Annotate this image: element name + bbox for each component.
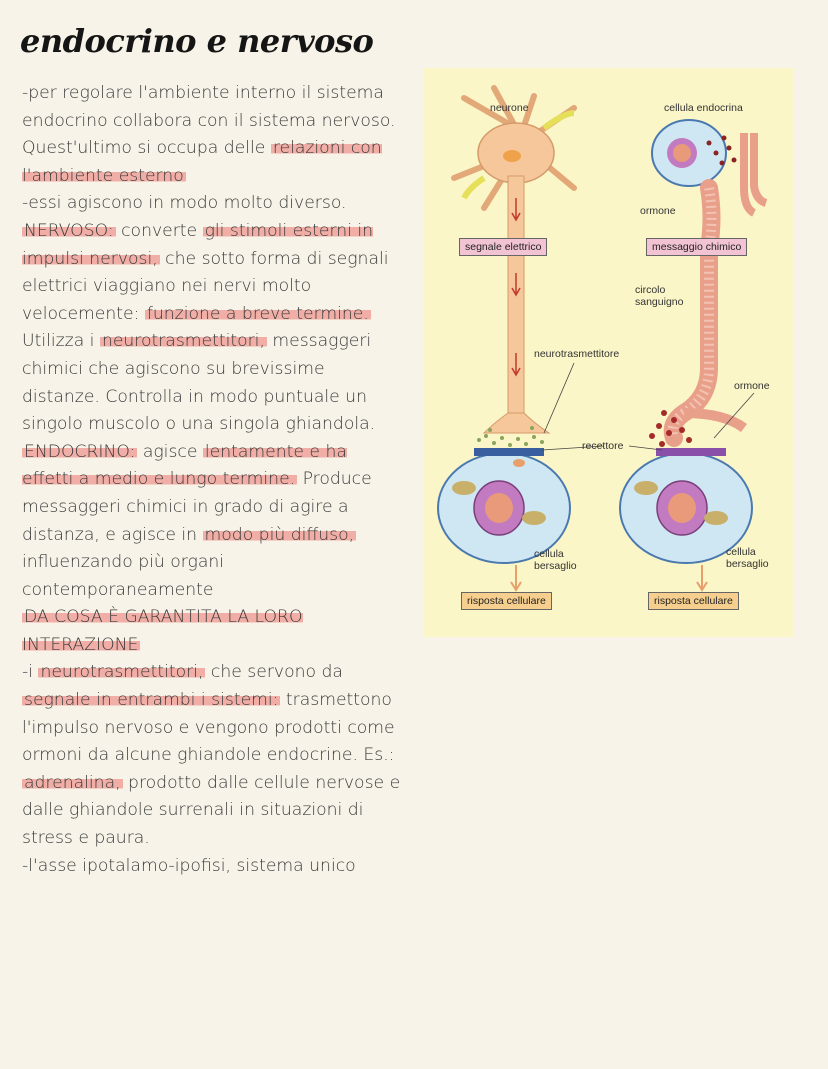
endocrine-cell-drawing xyxy=(651,119,737,187)
section-heading: DA COSA È GARANTITA LA LORO INTERAZIONE xyxy=(22,607,303,655)
diagram-figure: neurone cellula endocrina ormone segnale… xyxy=(424,68,793,637)
page-title: endocrino e nervoso xyxy=(20,22,374,60)
box-risposta-cellulare-right: risposta cellulare xyxy=(648,592,739,610)
diagram-illustration xyxy=(437,85,768,592)
box-messaggio-chimico: messaggio chimico xyxy=(646,238,748,256)
highlight: modo più diffuso, xyxy=(202,524,357,545)
label-ormone-right: ormone xyxy=(734,380,770,392)
highlight: segnale in entrambi i sistemi: xyxy=(22,690,281,711)
note-text: -essi agiscono in modo molto diverso. xyxy=(22,193,347,214)
note-text: agisce xyxy=(137,441,203,462)
label-circolo-sanguigno: circolo sanguigno xyxy=(635,284,684,308)
note-text: che servono da xyxy=(205,662,343,683)
note-text: messaggeri chimici che agiscono su brevi… xyxy=(22,331,376,435)
label-neurotrasmettitore: neurotrasmettitore xyxy=(534,348,620,360)
note-text: Utilizza i xyxy=(22,331,100,352)
box-segnale-elettrico: segnale elettrico xyxy=(459,238,548,256)
note-text: Produce messaggeri chimici in grado di a… xyxy=(22,469,372,545)
highlight: funzione a breve termine. xyxy=(144,303,371,324)
section-label-nervoso: NERVOSO: xyxy=(22,220,116,241)
label-neurone: neurone xyxy=(490,102,529,114)
note-text: converte xyxy=(115,220,203,241)
target-cell-left-drawing xyxy=(437,448,571,592)
target-cell-right-drawing xyxy=(619,448,753,592)
box-risposta-cellulare-left: risposta cellulare xyxy=(461,592,552,610)
note-text: che sotto forma di segnali elettrici via… xyxy=(22,248,389,324)
highlight: adrenalina, xyxy=(22,772,123,793)
label-cellula-bersaglio-right: cellula bersaglio xyxy=(726,546,769,570)
note-text: prodotto dalle cellule nervose e dalle g… xyxy=(22,772,401,849)
label-cellula-endocrina: cellula endocrina xyxy=(664,102,743,114)
note-text: influenzando più organi contemporaneamen… xyxy=(22,552,225,600)
note-text: -per regolare l'ambiente interno il sist… xyxy=(22,83,396,159)
highlight: neurotrasmettitori, xyxy=(38,662,206,683)
note-text: -l'asse ipotalamo-ipofisi, sistema unico xyxy=(22,855,356,876)
note-text: trasmettono l'impulso nervoso e vengono … xyxy=(22,690,395,766)
neuron-drawing xyxy=(451,85,577,447)
highlight: neurotrasmettitori, xyxy=(99,331,267,352)
label-cellula-bersaglio-left: cellula bersaglio xyxy=(534,548,577,572)
label-recettore: recettore xyxy=(582,440,624,452)
section-label-endocrino: ENDOCRINO: xyxy=(22,441,138,462)
label-ormone-top: ormone xyxy=(640,205,676,217)
blood-vessel-drawing xyxy=(649,133,768,447)
notes-text: -per regolare l'ambiente interno il sist… xyxy=(22,80,402,880)
note-text: -i xyxy=(22,662,39,683)
